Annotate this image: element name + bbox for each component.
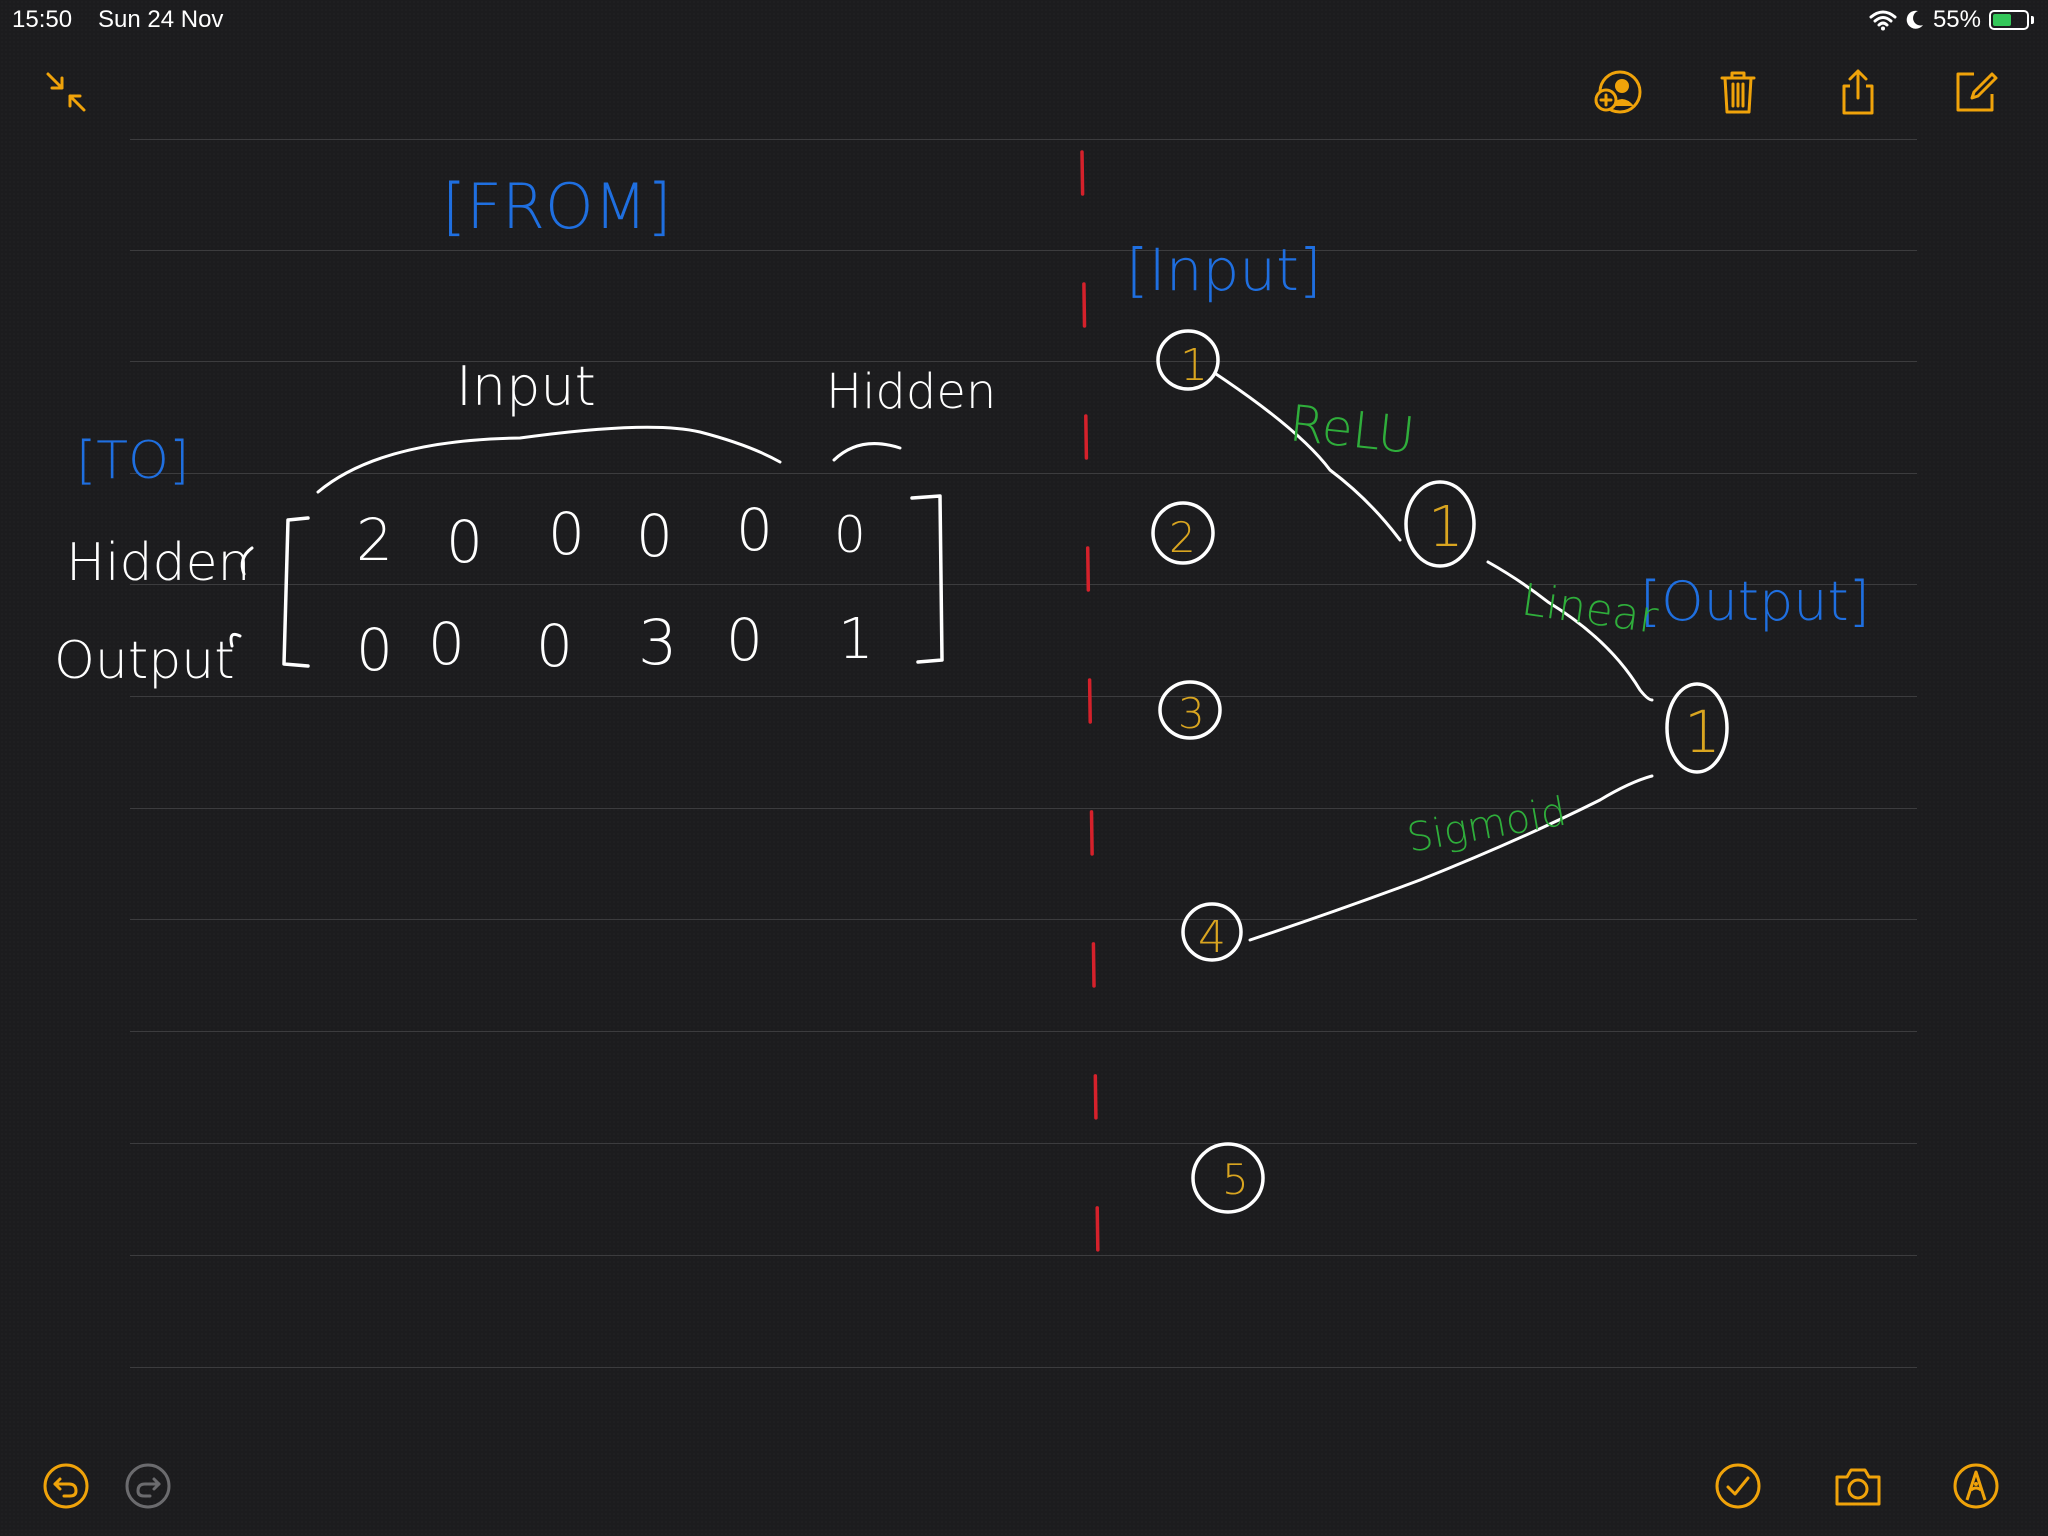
undo-button[interactable] [38,1458,94,1514]
hidden-node-1 [1404,480,1476,568]
input-node-3 [1158,680,1222,740]
redo-button[interactable] [120,1458,176,1514]
input-layer-label: [Input] [1126,236,1321,304]
matrix-left-bracket [282,516,310,668]
row-label-hidden: Hidden [66,533,251,593]
status-date: Sun 24 Nov [98,6,224,33]
edge-hidden1-output1 [1486,560,1654,702]
hidden-node-1-label: 1 [1428,495,1464,560]
matrix-cell: 0 [446,508,483,576]
collapse-arrows-icon [46,72,86,112]
ruled-line [130,139,1917,140]
ruled-line [130,361,1917,362]
add-person-icon [1594,70,1642,114]
output-node-1-label: 1 [1684,698,1721,766]
matrix-cell: 0 [636,502,673,570]
battery-icon [1989,10,2029,30]
input-node-4 [1181,902,1243,962]
input-node-5 [1191,1142,1265,1214]
ruled-line [130,1255,1917,1256]
camera-icon [1835,1468,1881,1506]
wifi-icon [1869,10,1897,31]
ruled-line [130,696,1917,697]
trash-icon [1720,71,1756,114]
ruled-line [130,473,1917,474]
battery-cap [2031,16,2034,24]
status-indicators: 55% [1869,6,2034,34]
undo-icon [43,1463,89,1509]
collapse-button[interactable] [38,64,94,120]
hidden-group-brace [832,442,902,462]
input-group-label: Input [456,355,596,418]
status-time: 15:50 [12,6,73,33]
collaborate-button[interactable] [1590,64,1646,120]
ruled-line [130,808,1917,809]
status-bar: 15:50 Sun 24 Nov 55% [0,0,2048,40]
matrix-cell: 0 [428,610,465,678]
matrix-cell: 0 [536,612,573,680]
matrix-cell: 3 [638,606,677,679]
markup-button[interactable] [1948,1458,2004,1514]
checkmark-icon [1715,1463,1761,1509]
hidden-group-label: Hidden [826,364,996,420]
output-node-1 [1665,682,1729,774]
camera-button[interactable] [1830,1458,1886,1514]
edge-input1-hidden1 [1214,372,1402,542]
battery-percent: 55% [1932,6,1981,33]
matrix-cell: 0 [356,616,393,684]
share-icon [1842,69,1874,115]
matrix-cell: 0 [834,506,866,564]
share-button[interactable] [1830,64,1886,120]
ruled-line [130,250,1917,251]
input-node-2 [1151,501,1215,565]
edge-input4-output1 [1248,774,1654,942]
moon-icon [1906,10,1923,29]
input-node-1 [1156,329,1220,391]
input-node-5-label: 5 [1222,1155,1249,1204]
compose-icon [1956,72,1998,112]
input-node-2-label: 2 [1169,513,1196,562]
output-layer-label: [Output] [1640,570,1870,633]
row-bracket-output [229,632,242,648]
matrix-cell: 1 [838,607,874,672]
ruled-line [130,1143,1917,1144]
ruled-line [130,1367,1917,1368]
redo-icon [125,1463,171,1509]
input-node-1-label: 1 [1180,340,1208,391]
to-label: [TO] [76,431,189,491]
ruled-line [130,584,1917,585]
matrix-cell: 0 [726,606,763,674]
input-group-brace [316,425,782,494]
row-label-output: Output [54,631,235,691]
battery-level [1993,14,2011,26]
from-label: [FROM] [442,170,671,243]
relu-label: ReLU [1287,394,1418,465]
matrix-right-bracket [910,494,944,664]
ruled-line [130,919,1917,920]
matrix-cell: 0 [736,496,773,564]
delete-button[interactable] [1710,64,1766,120]
row-bracket-hidden [240,546,254,576]
matrix-cell: 2 [356,506,393,574]
ruled-line [130,1031,1917,1032]
done-button[interactable] [1710,1458,1766,1514]
input-node-4-label: 4 [1198,912,1226,963]
red-dashed-divider [1080,150,1100,1264]
matrix-cell: 0 [548,500,585,568]
compose-button[interactable] [1948,64,2004,120]
input-node-3-label: 3 [1178,689,1205,738]
pen-tip-icon [1953,1463,1999,1509]
